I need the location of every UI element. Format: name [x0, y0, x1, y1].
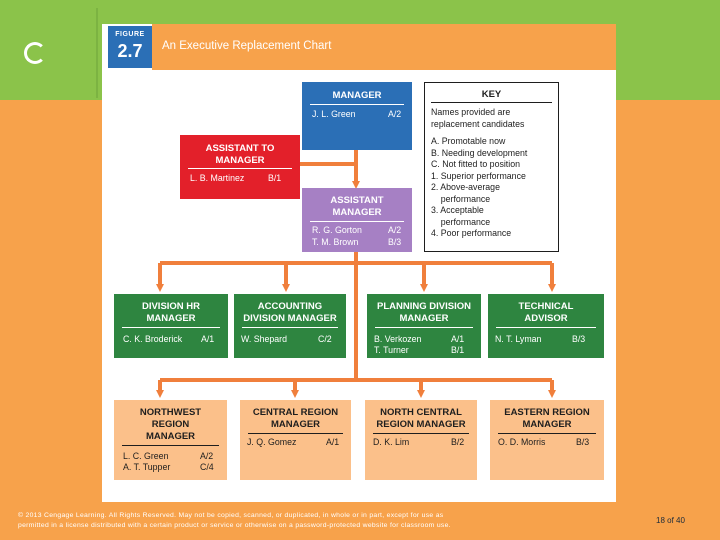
divider	[248, 433, 343, 434]
divider	[375, 327, 473, 328]
division-title-line2: MANAGER	[399, 313, 449, 324]
region-title-line1: NORTHWEST	[139, 407, 202, 418]
candidate-rating: A/2	[200, 451, 214, 461]
divider	[498, 433, 596, 434]
division-title-line1: TECHNICAL	[518, 301, 574, 312]
candidate-rating: B/3	[572, 334, 586, 344]
candidate-name: J. L. Green	[312, 109, 356, 119]
division-title-line1: DIVISION HR	[141, 301, 201, 312]
divider	[310, 104, 404, 105]
candidate-name: D. K. Lim	[373, 437, 410, 447]
candidate-rating: A/2	[388, 109, 402, 119]
divider	[242, 327, 338, 328]
candidate-name: L. B. Martinez	[190, 173, 245, 183]
assistant-to-manager-title-line1: ASSISTANT TO	[205, 143, 275, 154]
division-title-line2: DIVISION MANAGER	[243, 313, 337, 324]
manager-title: MANAGER	[332, 90, 382, 101]
icon-panel	[5, 8, 98, 98]
assistant-manager-box: ASSISTANT MANAGER R. G. Gorton A/2 T. M.…	[302, 188, 412, 252]
key-line: performance	[431, 193, 491, 204]
assistant-manager-title-line1: ASSISTANT	[330, 195, 384, 206]
region-title-line2: REGION MANAGER	[376, 419, 466, 430]
region-title-line2: MANAGER	[270, 419, 321, 430]
region-box: EASTERN REGION MANAGER O. D. Morris B/3	[490, 400, 604, 480]
candidate-rating: A/2	[388, 225, 402, 235]
key-line: A. Promotable now	[431, 136, 506, 146]
manager-box: MANAGER J. L. Green A/2	[302, 82, 412, 150]
refresh-icon[interactable]	[24, 42, 46, 64]
key-line: 1. Superior performance	[431, 170, 526, 181]
key-title: KEY	[481, 89, 502, 100]
candidate-name: O. D. Morris	[498, 437, 546, 447]
key-line: Names provided are	[431, 107, 511, 117]
figure-number: 2.7	[117, 41, 143, 61]
candidate-rating: B/1	[268, 173, 282, 183]
divider	[496, 327, 596, 328]
region-title-line3: MANAGER	[145, 431, 196, 442]
candidate-name: T. Turner	[374, 345, 409, 355]
figure-badge: FIGURE 2.7	[108, 26, 152, 68]
copyright-notice: © 2013 Cengage Learning. All Rights Rese…	[18, 511, 451, 531]
divider	[122, 327, 220, 328]
candidate-name: R. G. Gorton	[312, 225, 362, 235]
key-line: B. Needing development	[431, 147, 528, 158]
copyright-line: permitted in a license distributed with …	[18, 522, 451, 529]
assistant-manager-title-line2: MANAGER	[332, 207, 382, 218]
divider	[431, 102, 552, 103]
candidate-rating: A/1	[451, 334, 465, 344]
assistant-to-manager-title-line2: MANAGER	[215, 155, 265, 166]
divider	[122, 445, 219, 446]
region-box: CENTRAL REGION MANAGER J. Q. Gomez A/1	[240, 400, 351, 480]
candidate-name: J. Q. Gomez	[247, 437, 297, 447]
copyright-line: © 2013 Cengage Learning. All Rights Rese…	[18, 512, 444, 519]
candidate-rating: B/1	[451, 345, 465, 355]
candidate-rating: A/1	[201, 334, 215, 344]
division-box: PLANNING DIVISION MANAGER B. Verkozen A/…	[367, 294, 481, 358]
assistant-to-manager-box: ASSISTANT TO MANAGER L. B. Martinez B/1	[180, 135, 300, 199]
candidate-name: W. Shepard	[241, 334, 287, 344]
key-line: C. Not fitted to position	[431, 159, 520, 169]
division-title-line2: ADVISOR	[524, 313, 568, 324]
key-line: 2. Above-average	[431, 182, 500, 192]
region-title-line2: REGION	[151, 419, 190, 430]
candidate-rating: C/4	[200, 462, 214, 472]
division-box: TECHNICAL ADVISOR N. T. Lyman B/3	[488, 294, 604, 358]
key-line: 4. Poor performance	[431, 228, 512, 238]
figure-title: An Executive Replacement Chart	[162, 40, 332, 52]
candidate-rating: A/1	[326, 437, 340, 447]
candidate-name: L. C. Green	[123, 451, 169, 461]
division-title-line2: MANAGER	[146, 313, 196, 324]
candidate-name: B. Verkozen	[374, 334, 422, 344]
page-number: 18 of 40	[656, 516, 685, 525]
candidate-rating: B/3	[388, 237, 402, 247]
region-box: NORTHWEST REGION MANAGER L. C. Green A/2…	[114, 400, 227, 480]
division-box: ACCOUNTING DIVISION MANAGER W. Shepard C…	[234, 294, 346, 358]
divider	[310, 221, 404, 222]
divider	[373, 433, 469, 434]
candidate-rating: B/3	[576, 437, 590, 447]
region-title-line1: NORTH CENTRAL	[380, 407, 462, 418]
figure-label: FIGURE	[115, 31, 145, 38]
division-title-line1: ACCOUNTING	[257, 301, 323, 312]
region-title-line2: MANAGER	[522, 419, 572, 430]
region-title-line1: EASTERN REGION	[504, 407, 590, 418]
division-box: DIVISION HR MANAGER C. K. Broderick A/1	[114, 294, 228, 358]
candidate-rating: C/2	[318, 334, 332, 344]
divider	[188, 168, 292, 169]
candidate-rating: B/2	[451, 437, 465, 447]
title-strip	[152, 24, 616, 70]
key-line: performance	[431, 216, 491, 227]
region-title-line1: CENTRAL REGION	[252, 407, 339, 418]
key-line: 3. Acceptable	[431, 205, 484, 215]
division-title-line1: PLANNING DIVISION	[377, 301, 471, 312]
key-line: replacement candidates	[431, 118, 525, 129]
region-box: NORTH CENTRAL REGION MANAGER D. K. Lim B…	[365, 400, 477, 480]
candidate-name: A. T. Tupper	[123, 462, 171, 472]
candidate-name: C. K. Broderick	[123, 334, 183, 344]
candidate-name: T. M. Brown	[312, 237, 359, 247]
candidate-name: N. T. Lyman	[495, 334, 542, 344]
key-legend: KEY Names provided are replacement candi…	[424, 82, 559, 252]
